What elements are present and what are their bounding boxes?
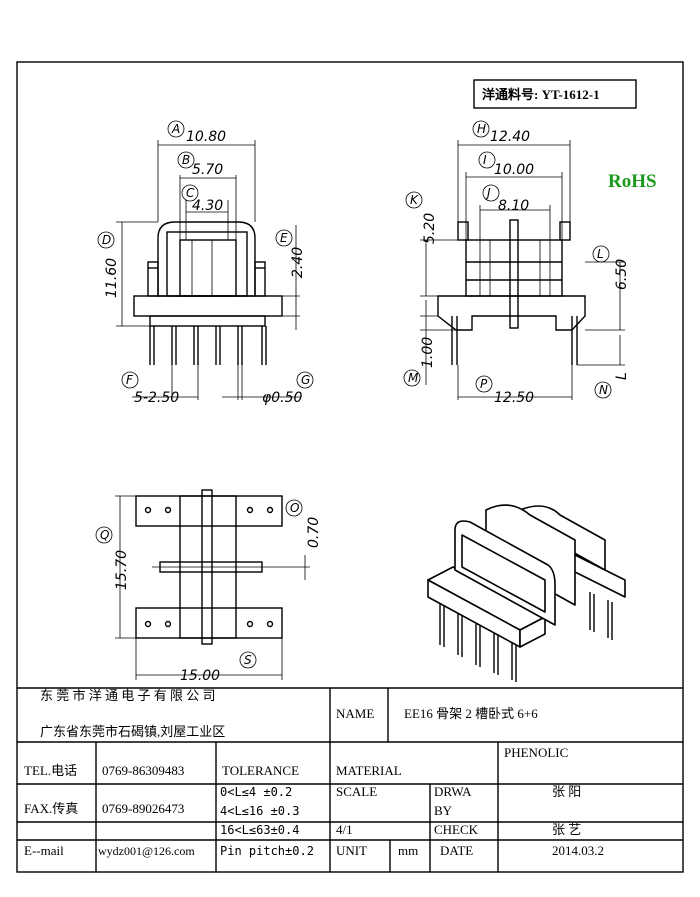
tolerance-1: 0<L≤4 ±0.2 — [220, 785, 292, 799]
material-value: PHENOLIC — [504, 745, 568, 760]
front-view: A 10.80 B 5.70 C 4.30 D 11.60 E 2.40 F 5… — [97, 120, 314, 406]
company-address: 广东省东莞市石碣镇,刘屋工业区 — [40, 724, 225, 739]
dim-K: 5.20 — [422, 213, 438, 244]
drawby-value: 张 阳 — [552, 784, 581, 799]
dim-B: 5.70 — [192, 162, 223, 178]
title-block — [17, 687, 683, 872]
label-E: E — [280, 231, 288, 245]
dim-S: 15.00 — [180, 668, 220, 684]
scale-value: 4/1 — [336, 822, 353, 837]
tel-value: 0769-86309483 — [102, 763, 184, 778]
label-G: G — [301, 373, 310, 387]
part-label-box — [473, 79, 637, 109]
rohs-label: RoHS — [608, 171, 657, 192]
label-P: P — [480, 377, 488, 391]
isometric-view — [427, 504, 626, 682]
tolerance-4: Pin pitch±0.2 — [220, 844, 314, 858]
dim-J: 8.10 — [498, 198, 529, 214]
label-B: B — [182, 153, 190, 167]
date-label: DATE — [440, 843, 473, 858]
dim-O: 0.70 — [306, 517, 322, 548]
dim-I: 10.00 — [494, 162, 534, 178]
name-label: NAME — [336, 706, 374, 721]
tolerance-3: 16<L≤63±0.4 — [220, 823, 299, 837]
label-Q: Q — [100, 528, 109, 542]
email-label: E--mail — [24, 843, 64, 858]
dim-A: 10.80 — [186, 129, 226, 145]
front-base — [133, 295, 283, 317]
top-upper-base — [135, 495, 283, 527]
date-value: 2014.03.2 — [552, 843, 604, 858]
front-inner — [166, 231, 248, 297]
scale-label: SCALE — [336, 784, 377, 799]
label-S: S — [244, 653, 252, 667]
drawby-label-1: DRWA — [434, 784, 472, 799]
dim-E: 2.40 — [290, 247, 306, 278]
label-O: O — [290, 501, 299, 515]
sheet-border — [16, 61, 684, 873]
check-value: 张 艺 — [552, 822, 581, 837]
dim-D: 11.60 — [104, 258, 120, 298]
label-F: F — [126, 373, 134, 387]
label-H: H — [477, 122, 486, 136]
label-K: K — [410, 193, 419, 207]
tolerance-2: 4<L≤16 ±0.3 — [220, 804, 299, 818]
dim-F: 5-2.50 — [134, 390, 179, 406]
side-divider — [509, 219, 519, 329]
dim-M: 1.00 — [420, 337, 436, 368]
dim-Q: 15.70 — [114, 550, 130, 590]
front-core — [191, 239, 213, 297]
fax-label: FAX.传真 — [24, 801, 78, 816]
side-base — [437, 295, 586, 331]
part-label: 洋通料号: YT-1612-1 — [482, 87, 600, 102]
label-D: D — [102, 233, 111, 247]
label-I: I — [483, 153, 487, 167]
label-A: A — [171, 122, 180, 136]
dim-H: 12.40 — [490, 129, 530, 145]
front-window — [179, 239, 237, 297]
label-N: N — [599, 383, 608, 397]
front-flange — [157, 221, 256, 297]
company-name: 东 莞 市 洋 通 电 子 有 限 公 司 — [40, 688, 216, 703]
dim-N: L — [614, 372, 630, 380]
name-value: EE16 骨架 2 槽卧式 6+6 — [404, 706, 538, 721]
label-M: M — [408, 371, 419, 385]
front-pins — [149, 326, 267, 365]
email-value: wydz001@126.com — [98, 844, 195, 858]
dim-G: φ0.50 — [262, 390, 303, 406]
fax-value: 0769-89026473 — [102, 801, 184, 816]
tel-label: TEL.电话 — [24, 763, 77, 778]
check-label: CHECK — [434, 822, 479, 837]
material-label: MATERIAL — [336, 763, 402, 778]
dim-P: 12.50 — [494, 390, 534, 406]
dim-C: 4.30 — [192, 198, 223, 214]
label-L: L — [597, 247, 604, 261]
top-view: Q 15.70 O 0.70 S 15.00 — [95, 489, 322, 684]
tolerance-label: TOLERANCE — [222, 763, 299, 778]
label-C: C — [186, 186, 195, 200]
unit-label: UNIT — [336, 843, 367, 858]
side-view: H 12.40 I 10.00 J 8.10 K 5.20 L 6.50 M 1… — [403, 120, 630, 406]
unit-value: mm — [398, 843, 418, 858]
label-J: J — [485, 186, 491, 200]
dim-L: 6.50 — [614, 259, 630, 290]
top-lower-base — [135, 607, 283, 639]
drawby-label-2: BY — [434, 803, 453, 818]
